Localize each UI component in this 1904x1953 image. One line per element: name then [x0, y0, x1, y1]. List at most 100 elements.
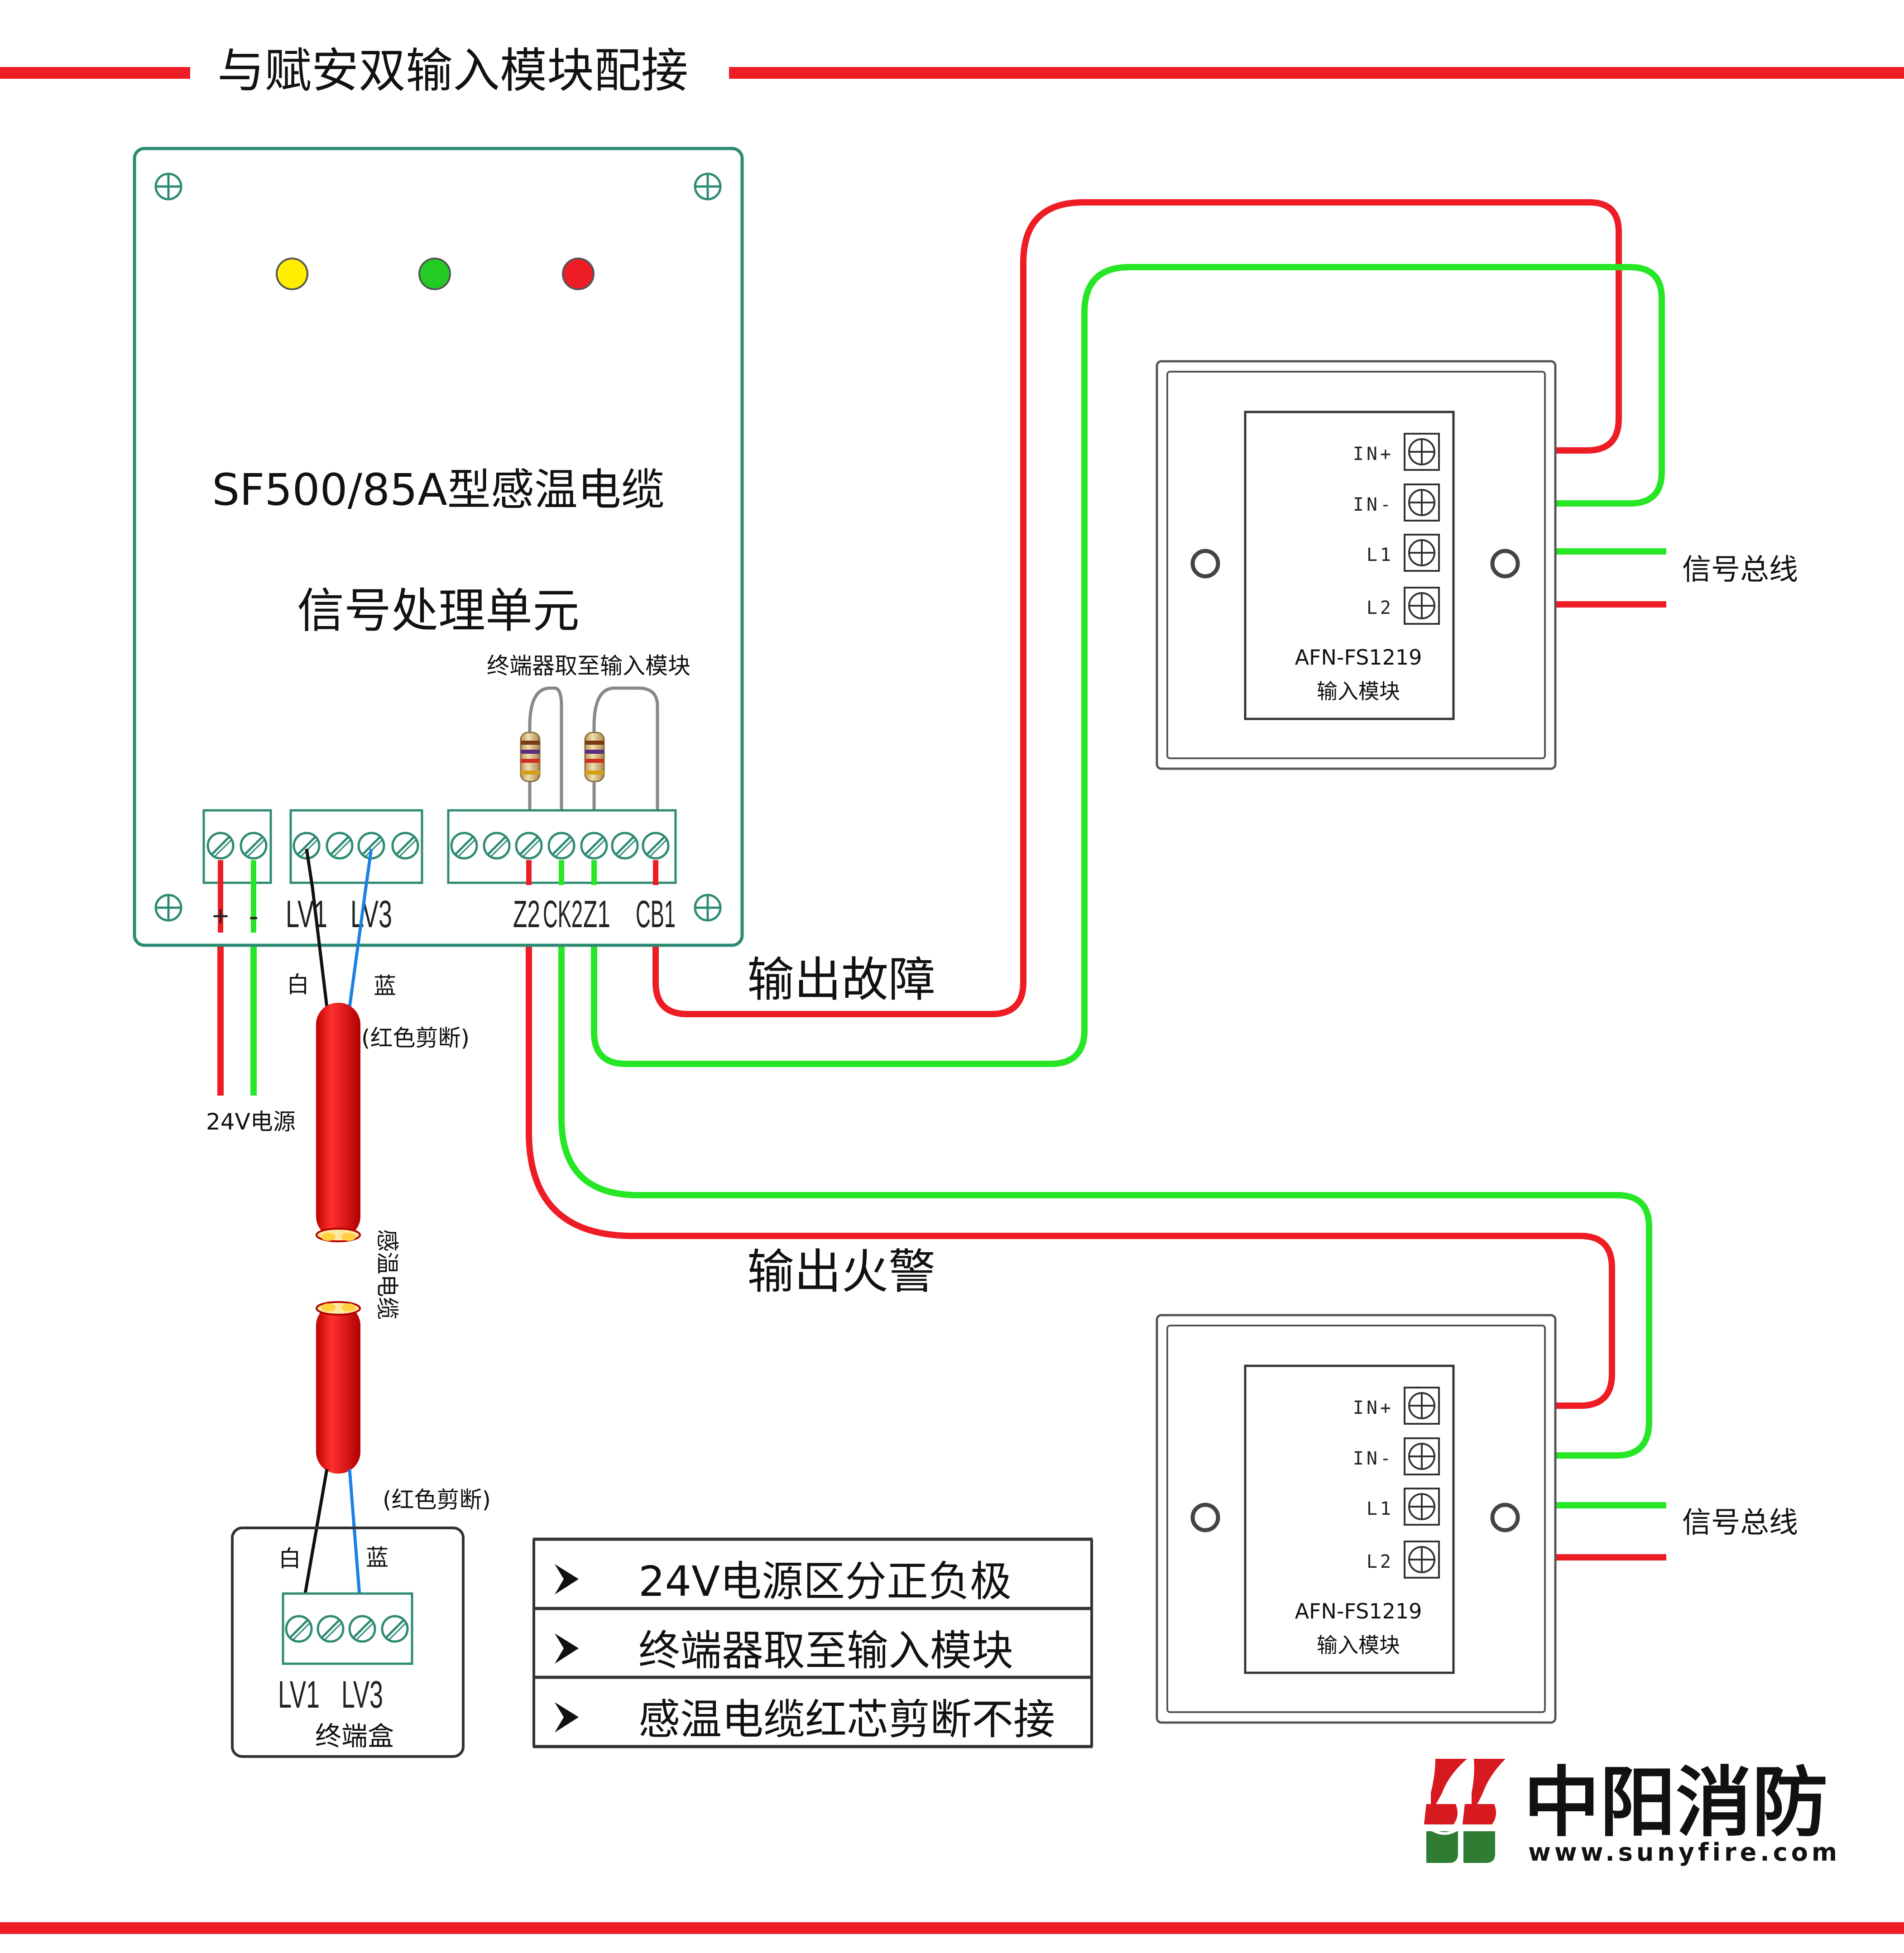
green-led-icon [418, 258, 451, 290]
terminal-box-white-label: 白 [278, 1546, 301, 1572]
terminal-screw-icon [515, 832, 543, 860]
terminal-box-name: 终端盒 [315, 1721, 394, 1752]
header-bar-left [0, 67, 190, 79]
module-name: 输入模块 [1317, 1633, 1400, 1657]
terminal-screw-icon [1404, 1541, 1440, 1579]
terminal-box-lv1-label: LV1 [278, 1673, 320, 1716]
terminal-screw-icon [285, 1615, 313, 1643]
terminal-screw-icon [206, 832, 235, 860]
resistor-note-text: 终端器取至输入模块 [487, 653, 691, 679]
mount-hole-icon [1190, 1503, 1220, 1532]
module-pin-label: L2 [1367, 598, 1394, 618]
fault-green-wire [591, 264, 1665, 1067]
lv1-label: LV1 [286, 893, 327, 935]
module-pin-label: IN+ [1353, 444, 1394, 464]
yellow-led-icon [276, 258, 308, 290]
corner-screw-icon [154, 172, 722, 922]
mount-hole-icon [1190, 549, 1220, 579]
fire-green-wire [558, 828, 1652, 1459]
resistor-icon [520, 732, 541, 782]
company-logo: 中阳消防 www.sunyfire.com [1424, 1758, 1841, 1867]
terminal-screw-icon [547, 832, 576, 860]
note-2: 终端器取至输入模块 [638, 1627, 1013, 1675]
module-model: AFN-FS1219 [1295, 645, 1422, 670]
terminal-screw-icon [611, 832, 639, 860]
fire-output-label: 输出火警 [747, 1244, 935, 1299]
module-pin-label: IN- [1353, 1448, 1394, 1469]
module-pin-label: L1 [1367, 1498, 1394, 1519]
module-name: 输入模块 [1317, 679, 1400, 704]
signal-unit: SF500/85A型感温电缆 信号处理单元 终端器取至输入模块 [133, 147, 744, 947]
logo-url: www.sunyfire.com [1528, 1838, 1841, 1867]
resistor-leads [528, 686, 659, 838]
page-title: 与赋安双输入模块配接 [217, 43, 688, 98]
terminal-screw-icon [450, 832, 478, 860]
power-plus-label: + [212, 900, 229, 932]
power-minus-label: - [249, 900, 258, 932]
header: 与赋安双输入模块配接 [0, 43, 1904, 98]
terminal-cb1-label: CB1 [636, 893, 676, 935]
terminal-box-screw-icons [285, 1615, 409, 1643]
heat-cable-icon [316, 1003, 361, 1474]
terminal-screw-icon [1404, 483, 1440, 522]
bullet-arrow-icon [555, 1633, 579, 1664]
footer-bar [0, 1922, 1904, 1934]
terminal-screw-icon [1404, 587, 1440, 625]
terminal-screw-icon [348, 1615, 376, 1643]
fire-red-wire [526, 828, 1615, 1409]
terminal-z2-label: Z2 [513, 893, 540, 935]
module-pin-label: L1 [1367, 545, 1394, 565]
module-pin-label: L2 [1367, 1551, 1394, 1572]
bullet-arrow-icon [555, 1564, 579, 1594]
resistor-icon [584, 732, 605, 782]
lv3-label: LV3 [350, 893, 392, 935]
terminal-screw-icon [391, 832, 419, 860]
mount-hole-icon [1490, 549, 1520, 579]
fire-wires [526, 828, 1652, 1459]
terminal-screw-icon [1404, 1437, 1440, 1475]
logo-name: 中阳消防 [1524, 1758, 1828, 1847]
unit-model-text: SF500/85A型感温电缆 [212, 464, 665, 515]
module-pin-label: IN+ [1353, 1398, 1394, 1418]
terminal-screw-icon [317, 1615, 345, 1643]
terminal-screw-icon [483, 832, 511, 860]
terminal-screw-icon [1404, 433, 1440, 471]
lv-wires [305, 848, 373, 1008]
terminal-screw-icon [1404, 1387, 1440, 1425]
fault-output-label: 输出故障 [747, 952, 935, 1007]
white-wire-label: 白 [287, 972, 309, 998]
terminal-box-lv3-label: LV3 [341, 1673, 383, 1716]
bullet-arrow-icon [555, 1702, 579, 1733]
fault-red-wire [652, 199, 1622, 1017]
blue-wire-label: 蓝 [374, 973, 396, 999]
terminal-leads [218, 860, 658, 933]
logo-mark-icon [1424, 1759, 1506, 1863]
note-3: 感温电缆红芯剪断不接 [638, 1695, 1055, 1744]
terminal-z1-label: Z1 [583, 893, 610, 935]
module-pin-label: IN- [1353, 494, 1394, 515]
module-model: AFN-FS1219 [1295, 1599, 1422, 1623]
terminal-screw-icon [326, 832, 354, 860]
terminal-screw-icon [381, 1615, 409, 1643]
red-led-icon [562, 258, 595, 290]
notes-table: 24V电源区分正负极 终端器取至输入模块 感温电缆红芯剪断不接 [532, 1537, 1093, 1748]
fault-wires [591, 199, 1665, 1067]
terminal-screw-icon [1404, 534, 1440, 572]
power-label: 24V电源 [206, 1109, 296, 1135]
bus-label-2: 信号总线 [1682, 1506, 1798, 1540]
terminal-screw-icon [642, 832, 670, 860]
terminal-screw-icon [1404, 1488, 1440, 1526]
terminal-box-blue-label: 蓝 [366, 1545, 388, 1571]
terminal-ck2-label: CK2 [543, 893, 583, 935]
terminal-box: 白 蓝 LV1 LV3 终端盒 [231, 1527, 465, 1758]
unit-name-text: 信号处理单元 [297, 583, 580, 638]
bus-label-1: 信号总线 [1682, 553, 1798, 587]
header-bar-right [729, 67, 1904, 79]
note-1: 24V电源区分正负极 [638, 1557, 1012, 1606]
terminal-screw-icon [240, 832, 268, 860]
red-cut-label-top: (红色剪断) [361, 1025, 470, 1051]
terminal-box-frame [231, 1527, 465, 1758]
